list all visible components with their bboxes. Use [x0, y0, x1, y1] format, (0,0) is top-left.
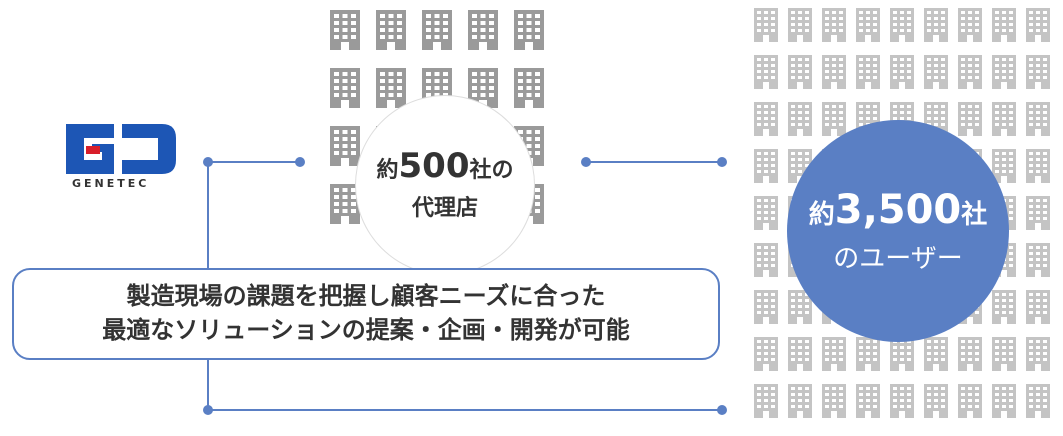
user-label: のユーザー — [833, 243, 963, 274]
user-count-line: 約3,500社 — [809, 188, 988, 232]
user-prefix: 約 — [808, 199, 835, 230]
agency-number: 500 — [398, 146, 470, 187]
user-number: 3,500 — [834, 186, 962, 233]
connector-dots — [203, 157, 727, 415]
genetec-logo-icon — [66, 124, 176, 174]
agency-label: 代理店 — [411, 195, 478, 221]
user-count-circle: 約3,500社 のユーザー — [787, 120, 1009, 342]
connector-lines — [207, 161, 722, 411]
description-box: 製造現場の課題を把握し顧客ニーズに合った 最適なソリューションの提案・企画・開発… — [12, 268, 720, 360]
agency-suffix: 社の — [469, 158, 514, 184]
logo-brand-text: GENETEC — [72, 177, 150, 190]
description-line-2: 最適なソリューションの提案・企画・開発が可能 — [102, 316, 630, 344]
agency-count-line: 約500社の — [376, 148, 513, 185]
description-line-1: 製造現場の課題を把握し顧客ニーズに合った — [126, 282, 606, 311]
agency-count-circle: 約500社の 代理店 — [356, 96, 534, 274]
user-suffix: 社 — [961, 199, 988, 230]
agency-prefix: 約 — [376, 158, 399, 184]
